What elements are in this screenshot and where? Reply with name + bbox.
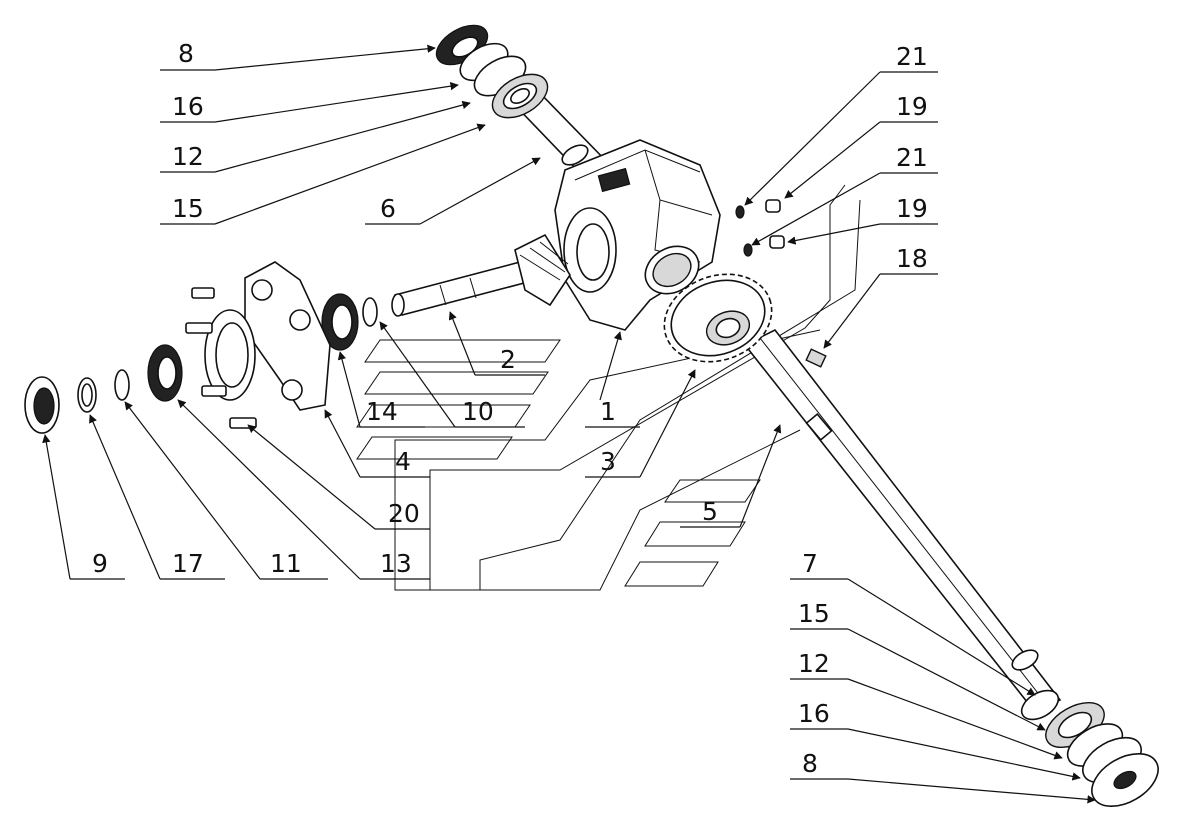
small-parts-19-21 [735, 199, 785, 257]
svg-text:6: 6 [380, 194, 396, 223]
seal-cap-9 [24, 376, 60, 434]
svg-text:21: 21 [896, 143, 928, 172]
callout-3: 3 [585, 369, 696, 478]
flange-cover-4 [204, 261, 331, 411]
svg-text:16: 16 [798, 699, 830, 728]
callout-15-upper: 15 [160, 123, 486, 225]
pinion-shaft-2 [391, 233, 571, 317]
svg-text:15: 15 [798, 599, 830, 628]
callout-12-lower: 12 [790, 649, 1063, 760]
bearing-13 [147, 344, 183, 402]
svg-text:2: 2 [500, 345, 516, 374]
svg-text:3: 3 [600, 447, 616, 476]
ring-11 [114, 369, 130, 401]
ring-10 [362, 297, 378, 327]
svg-text:18: 18 [896, 244, 928, 273]
callout-4: 4 [324, 409, 430, 478]
callout-14: 14 [337, 351, 425, 428]
svg-text:21: 21 [896, 42, 928, 71]
callout-18: 18 [823, 244, 938, 349]
callout-6: 6 [365, 157, 541, 225]
svg-text:9: 9 [92, 549, 108, 578]
callout-15-lower: 15 [790, 599, 1046, 731]
svg-text:19: 19 [896, 92, 928, 121]
svg-text:10: 10 [462, 397, 494, 426]
svg-text:15: 15 [172, 194, 204, 223]
callout-5: 5 [680, 424, 782, 528]
callout-10: 10 [379, 321, 525, 428]
callout-7: 7 [790, 549, 1036, 696]
callout-16-lower: 16 [790, 699, 1081, 781]
callout-19-lower: 19 [787, 194, 938, 245]
svg-text:14: 14 [366, 397, 398, 426]
svg-text:8: 8 [802, 749, 818, 778]
callout-8-upper: 8 [160, 39, 436, 71]
callout-11: 11 [124, 401, 328, 580]
svg-text:13: 13 [380, 549, 412, 578]
callout-12-upper: 12 [160, 100, 471, 173]
bearing-14 [321, 293, 359, 351]
svg-text:8: 8 [178, 39, 194, 68]
svg-text:11: 11 [270, 549, 302, 578]
bolts-20 [185, 287, 257, 429]
svg-text:17: 17 [172, 549, 204, 578]
callout-19-upper: 19 [784, 92, 938, 199]
callout-9: 9 [42, 434, 125, 580]
callout-21-upper: 21 [744, 42, 938, 206]
callout-1: 1 [585, 331, 640, 428]
callout-17: 17 [89, 414, 225, 580]
callout-shelves [356, 184, 861, 591]
svg-text:19: 19 [896, 194, 928, 223]
callout-16-upper: 16 [160, 81, 459, 123]
callout-2: 2 [448, 311, 545, 376]
gearbox-housing-1 [554, 139, 721, 331]
svg-text:16: 16 [172, 92, 204, 121]
key-18 [805, 348, 827, 368]
callout-13: 13 [177, 399, 430, 580]
svg-text:7: 7 [802, 549, 818, 578]
callout-20: 20 [247, 424, 430, 530]
svg-text:12: 12 [172, 142, 204, 171]
svg-text:12: 12 [798, 649, 830, 678]
bevel-gear-3 [663, 273, 773, 363]
lower-bearing-stack [1020, 689, 1159, 808]
upper-bearing-stack [435, 24, 549, 119]
ring-17 [77, 377, 97, 413]
svg-text:4: 4 [395, 447, 411, 476]
callout-21-lower: 21 [751, 143, 938, 246]
shaft-5 [743, 328, 1062, 713]
callout-8-lower: 8 [790, 749, 1096, 804]
svg-text:1: 1 [600, 397, 616, 426]
svg-text:20: 20 [388, 499, 420, 528]
svg-text:5: 5 [702, 497, 718, 526]
